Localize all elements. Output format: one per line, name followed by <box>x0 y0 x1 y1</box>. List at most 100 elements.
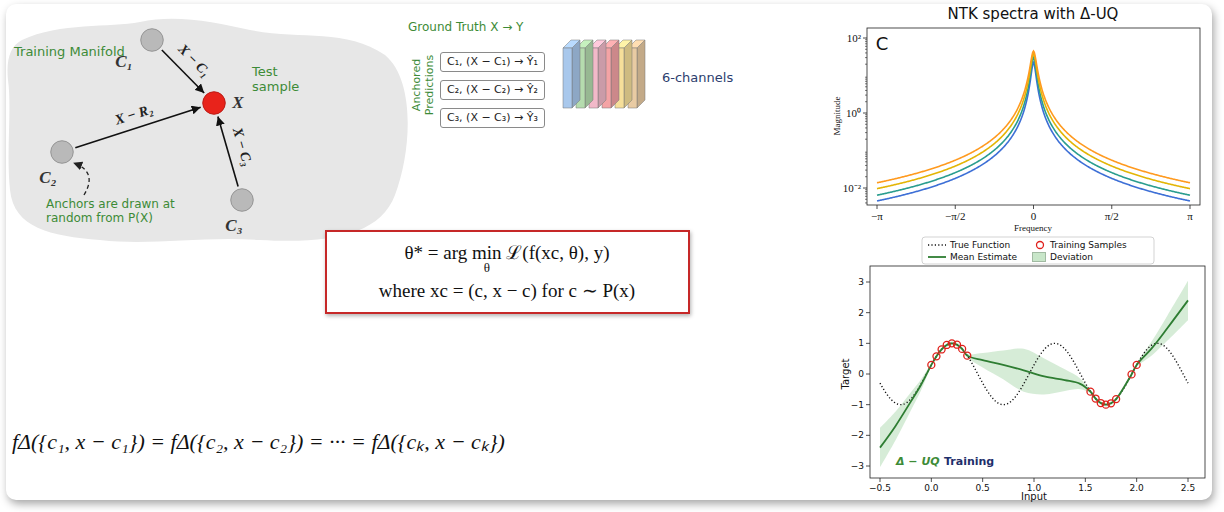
plot-frame <box>867 28 1200 205</box>
axis-title: Magnitude <box>832 97 842 136</box>
minor-tick <box>865 90 867 91</box>
subscript-text: θ <box>484 261 490 276</box>
plot-frame <box>870 266 1205 478</box>
tick-label: π/2 <box>1105 210 1119 223</box>
channel-slab <box>563 40 580 108</box>
minor-tick <box>865 57 867 58</box>
minor-tick <box>865 64 867 65</box>
tick-label: −0.5 <box>869 483 891 493</box>
tick-mark <box>866 282 870 283</box>
legend-text: True Function <box>950 240 1010 250</box>
tick-label: −π/2 <box>945 210 965 223</box>
minor-tick <box>865 170 867 171</box>
minor-tick <box>865 86 867 87</box>
training-sample <box>1128 371 1135 378</box>
tick-label: −2 <box>851 430 864 440</box>
slab-side <box>624 40 632 108</box>
legend-box <box>922 237 1154 264</box>
tick-mark <box>863 113 867 114</box>
tick-mark <box>1188 478 1189 482</box>
minor-tick <box>865 79 867 80</box>
tick-label: 1.0 <box>1027 483 1041 493</box>
tick-mark <box>863 188 867 189</box>
minor-tick <box>865 189 867 190</box>
tick-mark <box>877 205 878 209</box>
tick-label: 0.5 <box>975 483 989 493</box>
tick-label: 1 <box>858 338 864 348</box>
axis-title: Target <box>840 359 852 390</box>
test-sample-point: X <box>202 91 226 115</box>
regression-plot <box>880 281 1188 468</box>
tick-label: 2 <box>858 307 864 317</box>
point-label: C₃ <box>225 216 242 236</box>
slab-side <box>585 40 593 108</box>
box-text: C₂, (X − C₂) → Ŷ₂ <box>447 83 538 97</box>
point-circle <box>203 92 226 115</box>
slab-side <box>611 40 619 108</box>
tick-mark <box>1190 205 1191 209</box>
minor-tick <box>865 114 867 115</box>
chart-title: NTK spectra with Δ-UQ <box>948 6 1119 23</box>
training-sample <box>933 353 940 360</box>
minor-tick <box>865 121 867 122</box>
legend-sample-mark <box>1037 242 1044 249</box>
annotation-label: Anchored Predictions <box>411 49 436 121</box>
method-label: Δ − UQ <box>896 456 940 469</box>
spectrum-curve <box>877 54 1190 189</box>
minor-tick <box>865 49 867 50</box>
method-label: Training <box>944 456 994 469</box>
tick-mark <box>866 466 870 467</box>
training-sample <box>964 352 971 359</box>
tick-label: 1.5 <box>1078 483 1092 493</box>
manifold-region <box>8 19 408 242</box>
tick-label: 0 <box>1031 210 1037 223</box>
minor-tick <box>865 118 867 119</box>
slab-side <box>598 40 606 108</box>
anchor-pointer <box>74 163 89 195</box>
minor-tick <box>865 191 867 192</box>
box-text: C₃, (X − C₃) → Ŷ₃ <box>447 111 538 125</box>
objective-box: θ* = arg min ℒ(f(xc, θ), y)θwhere xc = (… <box>325 230 690 314</box>
minor-tick <box>865 43 867 44</box>
annotation-label: Test sample <box>252 65 308 95</box>
training-sample <box>1113 396 1120 403</box>
offset-label: X − C₃ <box>229 126 255 168</box>
tick-label: 2.5 <box>1181 483 1195 493</box>
axis-title: Input <box>1021 491 1047 503</box>
minor-tick <box>865 156 867 157</box>
minor-tick <box>865 176 867 177</box>
minor-tick <box>865 193 867 194</box>
tick-mark <box>1085 478 1086 482</box>
tick-label: 0.0 <box>924 483 938 493</box>
tick-mark <box>1136 478 1137 482</box>
minor-tick <box>865 158 867 159</box>
axis-title: Frequency <box>1014 223 1052 233</box>
point-circle <box>141 29 164 52</box>
slab-front <box>563 48 572 108</box>
equation-label: fΔ({c₁, x − c₁}) = fΔ({c₂, x − c₂}) = ··… <box>12 429 505 454</box>
tick-label: 10⁻² <box>843 182 861 195</box>
minor-tick <box>865 199 867 200</box>
tick-mark <box>863 38 867 39</box>
equation-text: θ* = arg min ℒ(f(xc, θ), y) <box>345 242 670 264</box>
minor-tick <box>865 124 867 125</box>
annotation-label: 6-channels <box>662 71 733 86</box>
minor-tick <box>865 41 867 42</box>
circle-outline <box>50 140 74 164</box>
prediction-box: C₃, (X − C₃) → Ŷ₃ <box>440 108 545 128</box>
legend-line <box>928 256 946 258</box>
training-sample <box>928 361 935 368</box>
box-text: C₁, (X − C₁) → Ŷ₁ <box>447 55 538 69</box>
deviation-band <box>880 281 1188 468</box>
tick-mark <box>866 312 870 313</box>
spectrum-curve <box>877 51 1190 183</box>
minor-tick <box>865 139 867 140</box>
training-samples <box>928 340 1140 408</box>
tick-mark <box>955 205 956 209</box>
tick-label: 0 <box>858 369 864 379</box>
minor-tick <box>865 81 867 82</box>
tick-mark <box>1034 478 1035 482</box>
offset-label: X − R₂ <box>113 101 155 128</box>
legend-dotted-line <box>928 244 946 245</box>
